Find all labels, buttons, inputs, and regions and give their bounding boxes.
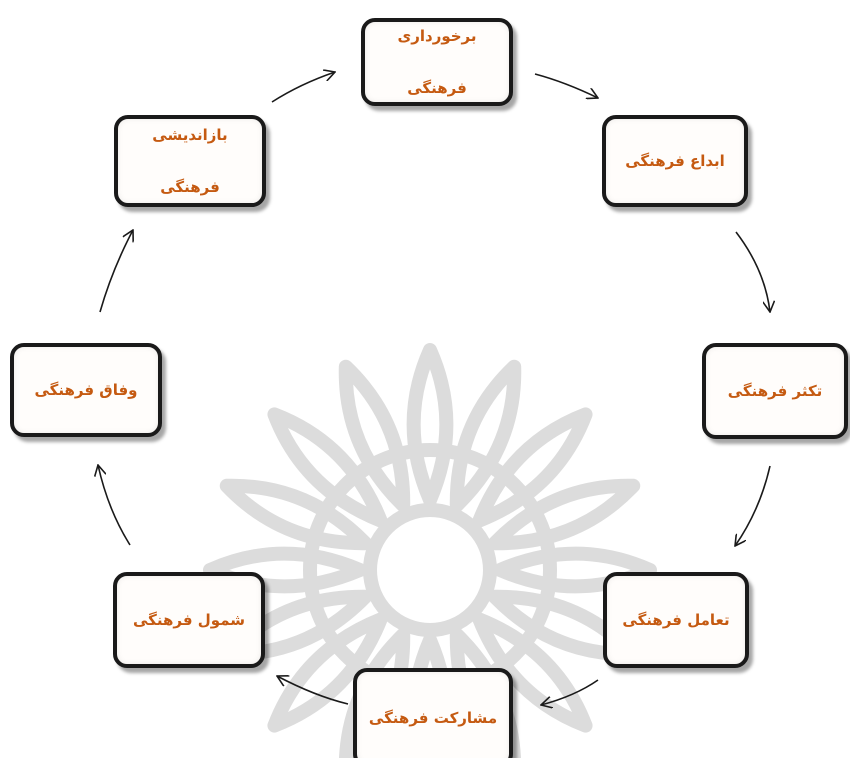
node-label-line: تکثر فرهنگی (727, 381, 823, 400)
node-label: مشارکت فرهنگی (363, 679, 503, 758)
node-takassor: تکثر فرهنگی (702, 343, 848, 439)
node-label-line: برخورداری (397, 26, 477, 45)
node-vefagh: وفاق فرهنگی (10, 343, 162, 437)
node-label: بازاندیشی فرهنگی (146, 95, 233, 226)
node-label: تعامل فرهنگی (616, 581, 735, 660)
arrow-bazandishi-to-barkhordari (271, 72, 335, 103)
node-taamol: تعامل فرهنگی (603, 572, 749, 668)
node-label: وفاق فرهنگی (29, 351, 144, 430)
arrow-barkhordari-to-ebda (534, 73, 598, 98)
node-label: برخورداری فرهنگی (391, 0, 482, 128)
node-bazandishi: بازاندیشی فرهنگی (114, 115, 266, 207)
node-label-line: وفاق فرهنگی (34, 380, 138, 399)
arrow-vefagh-to-bazandishi (99, 230, 133, 313)
node-mosharekat: مشارکت فرهنگی (353, 668, 513, 758)
node-label-line: مشارکت فرهنگی (368, 708, 498, 727)
node-label: تکثر فرهنگی (722, 352, 829, 431)
node-label-line: تعامل فرهنگی (622, 610, 730, 629)
node-shomool: شمول فرهنگی (113, 572, 265, 668)
node-label-line: بازاندیشی (152, 125, 228, 144)
node-label: ابداع فرهنگی (619, 122, 731, 201)
node-label-line: شمول فرهنگی (132, 610, 246, 629)
node-label-line: ابداع فرهنگی (625, 151, 725, 170)
arrow-taamol-to-mosharekat (541, 679, 599, 705)
arrow-takassor-to-taamol (735, 465, 771, 546)
node-label-line: فرهنگی (160, 178, 220, 197)
node-barkhordari: برخورداری فرهنگی (361, 18, 513, 106)
node-label-line: فرهنگی (407, 79, 467, 98)
node-ebda: ابداع فرهنگی (602, 115, 748, 207)
node-label: شمول فرهنگی (127, 581, 251, 660)
arrow-shomool-to-vefagh (98, 465, 131, 546)
rosette-ring (363, 503, 497, 637)
arrow-mosharekat-to-shomool (277, 676, 349, 705)
arrow-ebda-to-takassor (735, 231, 770, 312)
